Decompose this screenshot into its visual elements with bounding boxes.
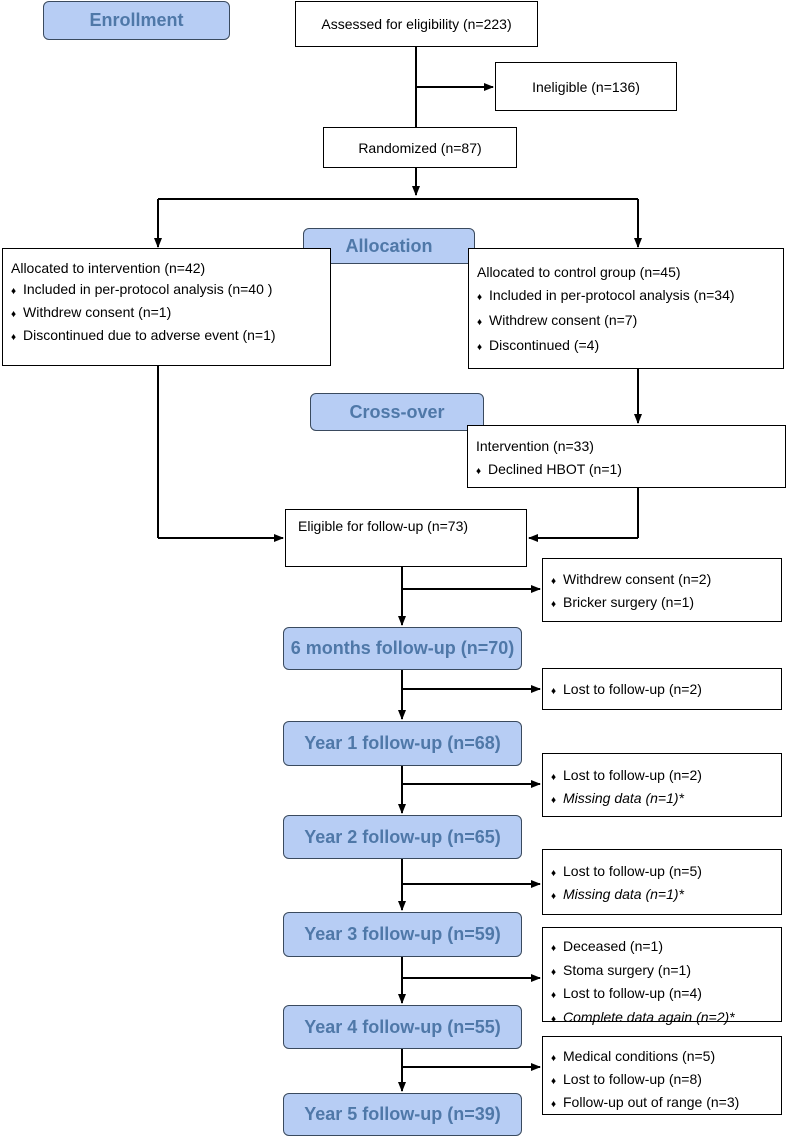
diamond-bullet-icon: ♦ [551, 599, 557, 610]
stage-enrollment: Enrollment [43, 1, 230, 40]
stage-followup-year-2: Year 2 follow-up (n=65) [283, 815, 522, 859]
stage-followup-year-4: Year 4 follow-up (n=55) [283, 1005, 522, 1049]
crossover-title: Intervention (n=33) [476, 438, 594, 454]
diamond-bullet-icon: ♦ [551, 686, 557, 697]
list-item: ♦Lost to follow-up (n=2) [551, 765, 773, 788]
stage-followup-6-months: 6 months follow-up (n=70) [283, 627, 522, 670]
diamond-bullet-icon: ♦ [551, 990, 557, 1001]
stage-crossover: Cross-over [310, 393, 484, 431]
loss-box-2: ♦Lost to follow-up (n=2) [542, 668, 782, 710]
diamond-bullet-icon: ♦ [476, 466, 482, 477]
control-box: Allocated to control group (n=45) ♦Inclu… [468, 248, 784, 369]
diamond-bullet-icon: ♦ [551, 795, 557, 806]
list-item: ♦Complete data again (n=2)* [551, 1007, 773, 1031]
diamond-bullet-icon: ♦ [11, 309, 17, 320]
list-item: ♦Withdrew consent (n=2) [551, 569, 773, 592]
list-item: ♦Medical conditions (n=5) [551, 1046, 773, 1069]
randomized-text: Randomized (n=87) [358, 139, 482, 156]
diamond-bullet-icon: ♦ [551, 576, 557, 587]
stage-followup-year-3: Year 3 follow-up (n=59) [283, 912, 522, 957]
list-item: ♦Withdrew consent (n=1) [11, 302, 322, 325]
list-item: ♦Missing data (n=1)* [551, 884, 773, 907]
list-item: ♦Missing data (n=1)* [551, 788, 773, 811]
diamond-bullet-icon: ♦ [477, 292, 483, 303]
diamond-bullet-icon: ♦ [11, 332, 17, 343]
list-item: ♦Lost to follow-up (n=2) [551, 679, 773, 702]
diamond-bullet-icon: ♦ [551, 1053, 557, 1064]
loss-box-6: ♦Medical conditions (n=5) ♦Lost to follo… [542, 1036, 782, 1115]
stage-followup-year-1: Year 1 follow-up (n=68) [283, 721, 522, 766]
assessed-text: Assessed for eligibility (n=223) [321, 16, 512, 32]
list-item: ♦Withdrew consent (n=7) [477, 309, 775, 334]
assessed-box: Assessed for eligibility (n=223) [295, 1, 538, 47]
list-item: ♦Lost to follow-up (n=5) [551, 861, 773, 884]
randomized-box: Randomized (n=87) [323, 127, 517, 168]
loss-box-1: ♦Withdrew consent (n=2) ♦Bricker surgery… [542, 558, 782, 622]
intervention-title: Allocated to intervention (n=42) [11, 260, 206, 276]
eligible-text: Eligible for follow-up (n=73) [298, 518, 469, 534]
ineligible-text: Ineligible (n=136) [532, 78, 640, 95]
stage-followup-year-5: Year 5 follow-up (n=39) [283, 1093, 522, 1136]
list-item: ♦Stoma surgery (n=1) [551, 960, 773, 984]
diamond-bullet-icon: ♦ [551, 891, 557, 902]
diamond-bullet-icon: ♦ [551, 772, 557, 783]
list-item: ♦Bricker surgery (n=1) [551, 592, 773, 615]
ineligible-box: Ineligible (n=136) [495, 62, 677, 111]
list-item: ♦Discontinued due to adverse event (n=1) [11, 325, 322, 348]
diamond-bullet-icon: ♦ [551, 943, 557, 954]
list-item: ♦Discontinued (=4) [477, 334, 775, 359]
list-item: ♦Lost to follow-up (n=8) [551, 1069, 773, 1092]
list-item: ♦Included in per-protocol analysis (n=34… [477, 284, 775, 309]
intervention-box: Allocated to intervention (n=42) ♦Includ… [2, 248, 331, 366]
list-item: ♦Lost to follow-up (n=4) [551, 983, 773, 1007]
list-item: ♦Deceased (n=1) [551, 936, 773, 960]
eligible-box: Eligible for follow-up (n=73) [285, 509, 527, 567]
diamond-bullet-icon: ♦ [551, 1099, 557, 1110]
list-item: ♦Included in per-protocol analysis (n=40… [11, 279, 322, 302]
list-item: ♦Declined HBOT (n=1) [476, 458, 777, 483]
diamond-bullet-icon: ♦ [11, 286, 17, 297]
diamond-bullet-icon: ♦ [551, 868, 557, 879]
diamond-bullet-icon: ♦ [477, 342, 483, 353]
crossover-box: Intervention (n=33) ♦Declined HBOT (n=1) [467, 425, 786, 488]
diamond-bullet-icon: ♦ [551, 1076, 557, 1087]
loss-box-4: ♦Lost to follow-up (n=5) ♦Missing data (… [542, 849, 782, 915]
diamond-bullet-icon: ♦ [477, 317, 483, 328]
diamond-bullet-icon: ♦ [551, 1013, 557, 1025]
stage-allocation: Allocation [303, 228, 475, 264]
list-item: ♦Follow-up out of range (n=3) [551, 1092, 773, 1115]
loss-box-5: ♦Deceased (n=1) ♦Stoma surgery (n=1) ♦Lo… [542, 927, 782, 1025]
loss-box-3: ♦Lost to follow-up (n=2) ♦Missing data (… [542, 753, 782, 817]
diamond-bullet-icon: ♦ [551, 966, 557, 978]
control-title: Allocated to control group (n=45) [477, 264, 681, 280]
